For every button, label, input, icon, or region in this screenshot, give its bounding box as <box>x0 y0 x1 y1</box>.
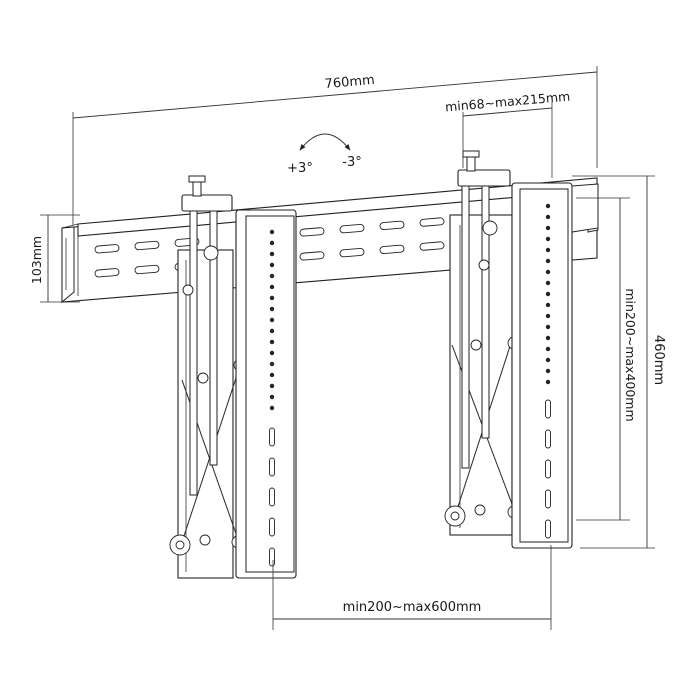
horizontal-hole-range-label: min200~max600mm <box>343 600 482 615</box>
plate-hole <box>545 236 551 242</box>
plate-slot <box>545 459 551 479</box>
left-plate-holes <box>269 229 275 567</box>
plate-slot <box>269 487 275 507</box>
rail-slot <box>379 220 405 230</box>
plate-hole <box>545 203 551 209</box>
vertical-hole-range-label: min200~max400mm <box>623 288 638 421</box>
plate-slot <box>269 457 275 477</box>
plate-hole <box>269 295 275 301</box>
plate-slot <box>269 547 275 567</box>
plate-hole <box>269 339 275 345</box>
vertical-hole-range-dimension: min200~max400mm <box>576 197 638 521</box>
plate-hole <box>545 258 551 264</box>
plate-hole <box>545 280 551 286</box>
rail-slot <box>134 240 160 251</box>
plate-slot <box>545 399 551 419</box>
plate-hole <box>269 328 275 334</box>
plate-hole <box>545 357 551 363</box>
plate-slot <box>545 489 551 509</box>
rail-slot <box>299 251 325 261</box>
bracket-height-dimension: 460mm <box>572 175 666 549</box>
plate-slot <box>545 519 551 539</box>
plate-hole <box>269 372 275 378</box>
plate-hole <box>269 361 275 367</box>
plate-slot <box>545 429 551 449</box>
plate-hole <box>269 240 275 246</box>
plate-hole <box>545 346 551 352</box>
rail-slot <box>419 241 445 251</box>
rail-slot <box>299 227 325 237</box>
bracket-height-label: 460mm <box>651 335 666 385</box>
plate-hole <box>269 383 275 389</box>
rail-slot <box>339 247 365 258</box>
arm-spacing-dimension: min68~max215mm <box>444 89 571 178</box>
rail-width-dimension: 760mm <box>72 66 598 225</box>
tilt-plus-label: +3° <box>287 161 313 176</box>
plate-hole <box>269 251 275 257</box>
rail-slot <box>379 244 405 254</box>
plate-slot <box>269 517 275 537</box>
plate-hole <box>545 225 551 231</box>
right-bracket-assembly <box>444 150 599 549</box>
plate-hole <box>269 262 275 268</box>
plate-slot <box>269 427 275 447</box>
plate-hole <box>269 317 275 323</box>
right-plate-holes <box>545 203 551 539</box>
plate-hole <box>269 229 275 235</box>
plate-hole <box>545 368 551 374</box>
plate-hole <box>269 273 275 279</box>
rail-height-dimension: 103mm <box>29 214 80 303</box>
plate-hole <box>545 291 551 297</box>
plate-hole <box>545 214 551 220</box>
plate-hole <box>269 306 275 312</box>
plate-hole <box>545 302 551 308</box>
plate-hole <box>269 394 275 400</box>
tilt-minus-label: -3° <box>342 155 361 170</box>
plate-hole <box>545 269 551 275</box>
left-bracket-assembly <box>169 175 297 579</box>
rail-height-label: 103mm <box>29 236 44 284</box>
plate-hole <box>269 284 275 290</box>
tilt-arrow-icon <box>299 133 351 151</box>
plate-hole <box>269 350 275 356</box>
plate-hole <box>545 335 551 341</box>
rail-slot <box>94 268 120 278</box>
plate-hole <box>545 324 551 330</box>
rail-slot <box>339 223 365 234</box>
plate-hole <box>269 405 275 411</box>
tilt-indicator: +3° -3° <box>287 133 362 176</box>
rail-slot <box>134 264 160 275</box>
plate-hole <box>545 313 551 319</box>
plate-hole <box>545 247 551 253</box>
rail-slot <box>94 244 120 254</box>
horizontal-hole-range-dimension: min200~max600mm <box>272 545 552 630</box>
plate-hole <box>545 379 551 385</box>
rail-slot <box>419 217 445 227</box>
rail-width-label: 760mm <box>324 73 375 92</box>
